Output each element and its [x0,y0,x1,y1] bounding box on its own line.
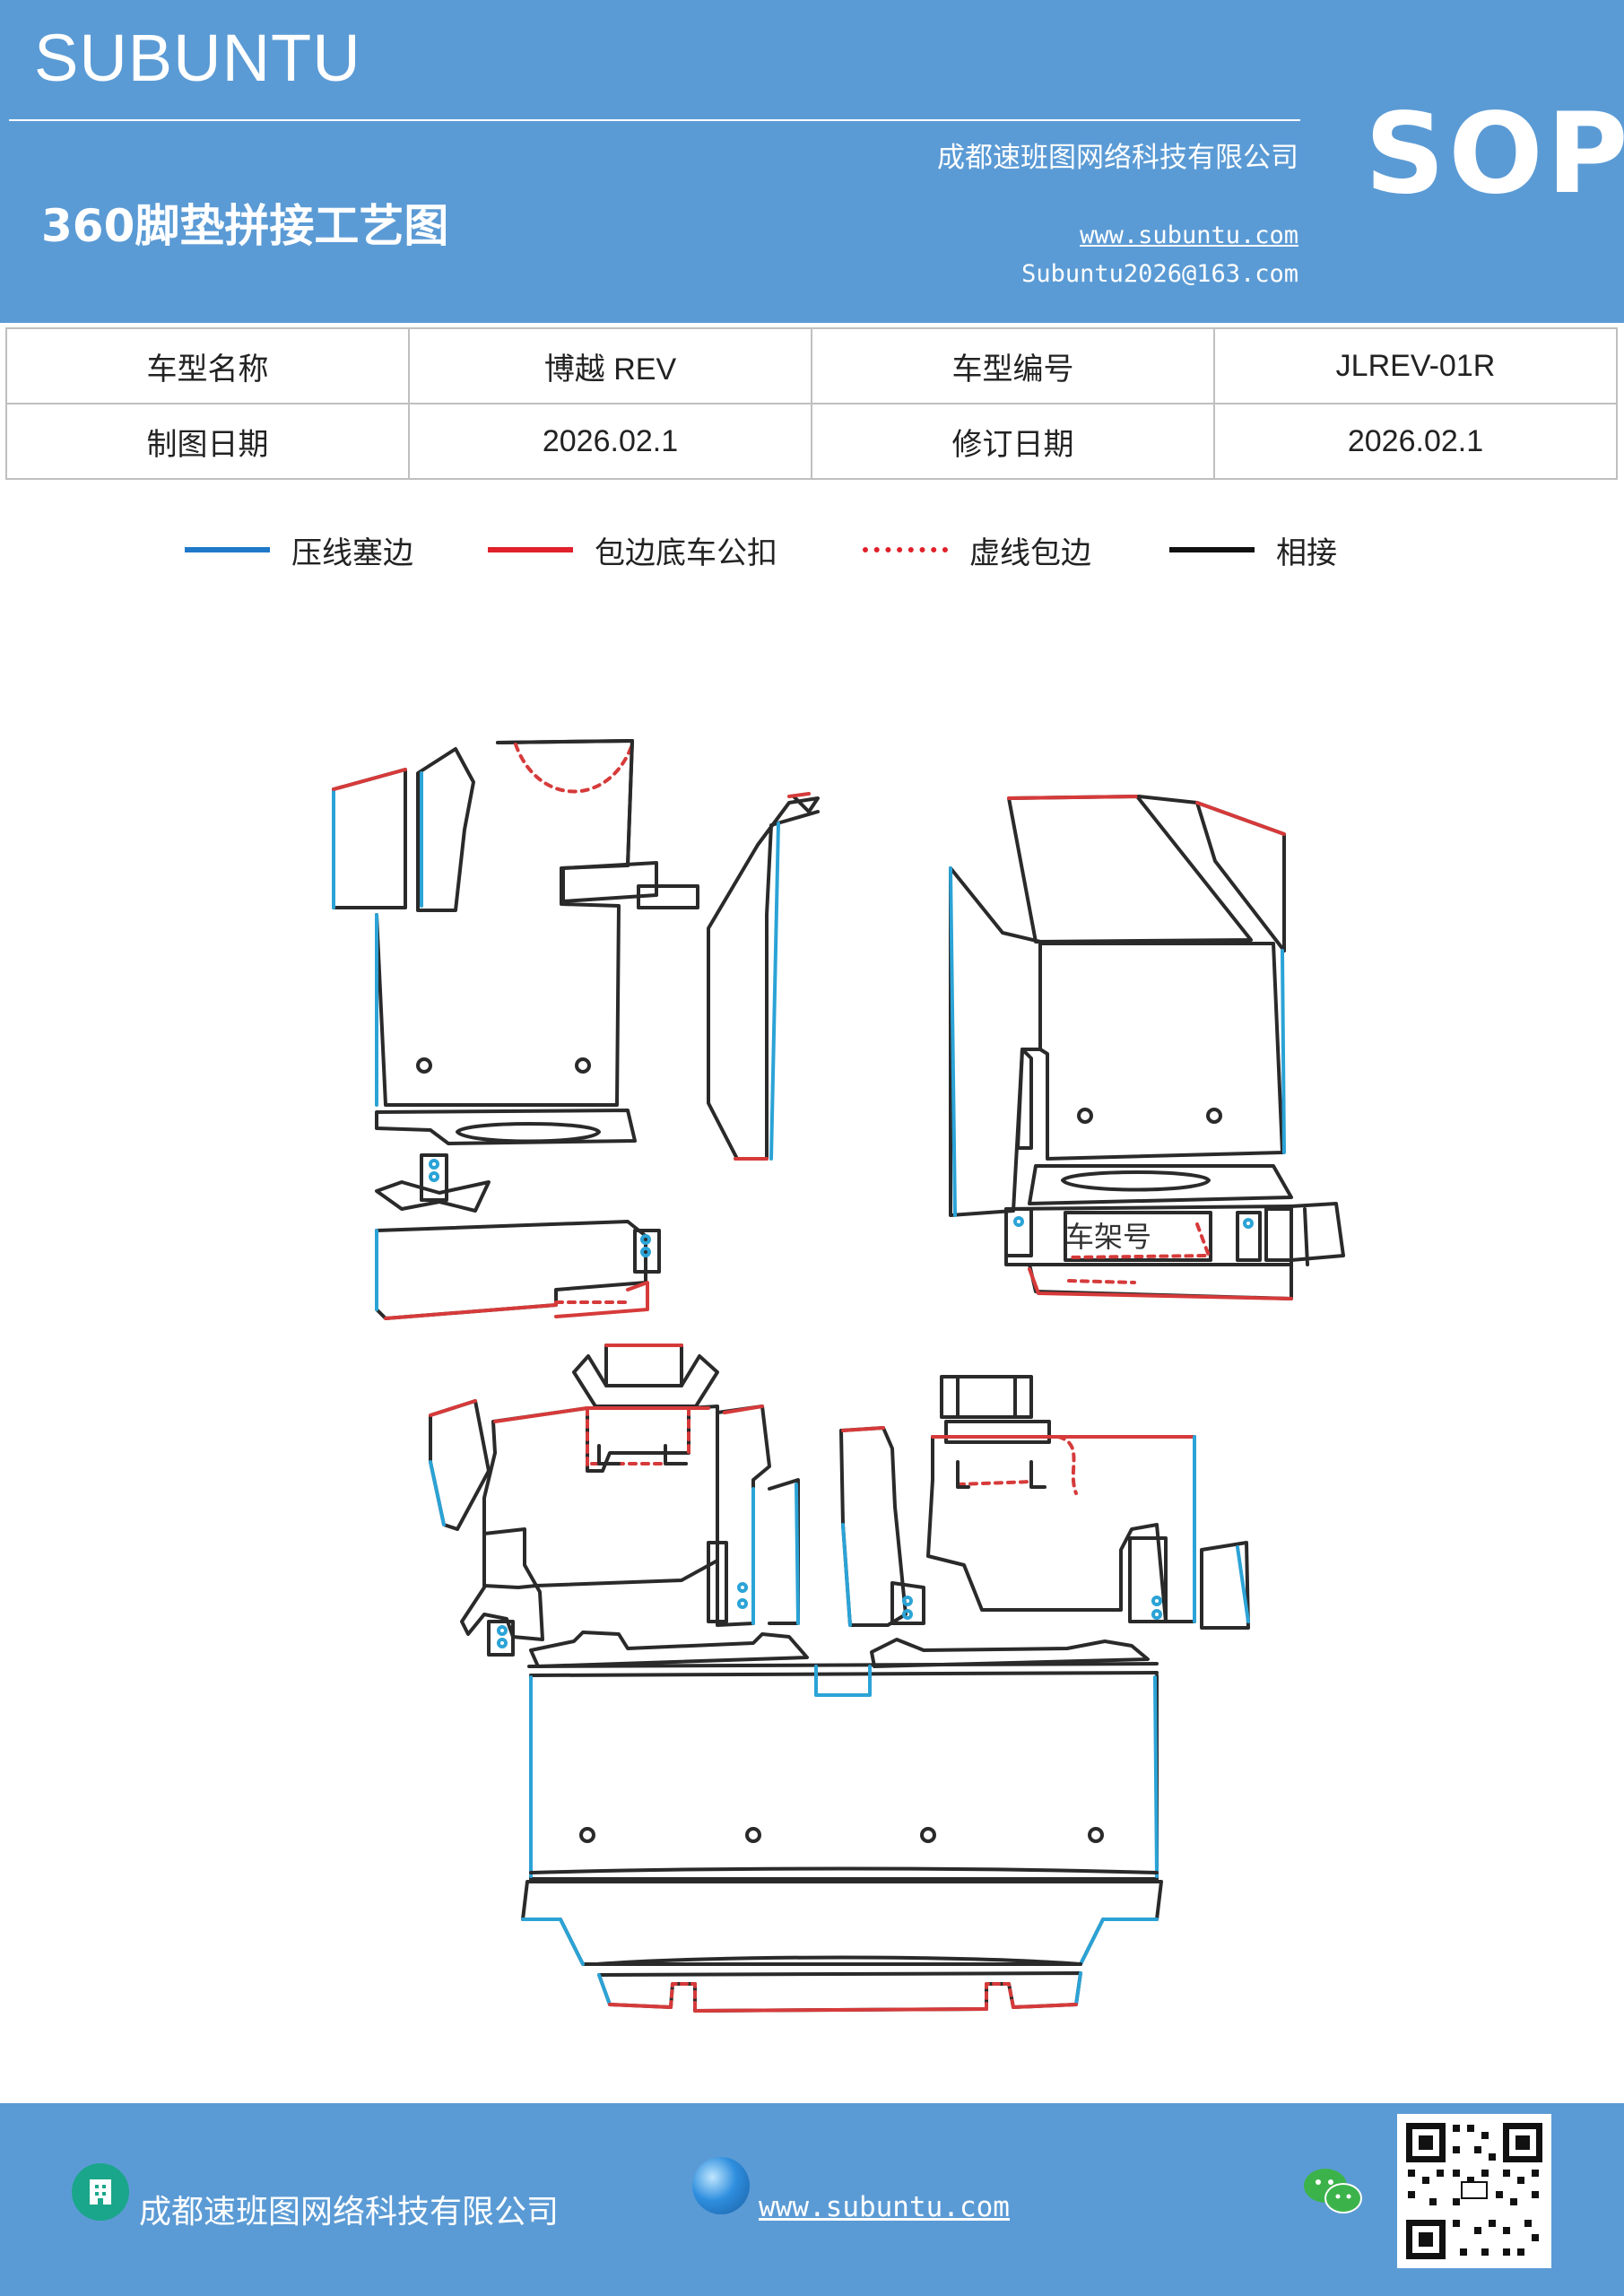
model-name-value: 博越 REV [408,327,812,404]
legend-swatch [1169,547,1255,552]
legend-label: 相接 [1276,535,1337,571]
legend-item-joint: 相接 [1169,527,1337,572]
header-company: 成都速班图网络科技有限公司 [937,142,1298,174]
footer-company: 成都速班图网络科技有限公司 [139,2194,560,2231]
header-email[interactable]: Subuntu2026@163.com [1021,260,1298,288]
globe-icon [692,2157,750,2214]
sop-badge: SOP [1365,90,1624,219]
draw-date-value: 2026.02.1 [408,403,812,480]
legend-swatch [863,547,948,552]
header-banner: SUBUNTU 360脚垫拼接工艺图 成都速班图网络科技有限公司 www.sub… [0,0,1624,323]
table-row: 车型名称 博越 REV 车型编号 JLREV-01R [5,327,1618,404]
legend: 压线塞边 包边底车公扣 虚线包边 相接 [0,527,1624,572]
header-website-link[interactable]: www.subuntu.com [1080,222,1298,249]
rear-floor-mat [521,1662,1163,2013]
legend-item-press-line: 压线塞边 [185,527,413,572]
document-title: 360脚垫拼接工艺图 [41,200,449,252]
model-name-label: 车型名称 [5,327,410,404]
legend-label: 压线塞边 [291,535,413,571]
footer-banner: 成都速班图网络科技有限公司 www.subuntu.com [0,2103,1624,2296]
legend-swatch [185,547,270,552]
vin-label: 车架号 [1065,1220,1151,1254]
company-icon [72,2163,129,2221]
table-row: 制图日期 2026.02.1 修订日期 2026.02.1 [5,403,1618,480]
legend-label: 虚线包边 [969,535,1091,571]
front-right-mat [949,795,1345,1300]
brand-name: SUBUNTU [34,21,361,95]
legend-swatch [488,547,573,552]
legend-label: 包边底车公扣 [595,535,777,571]
qr-code [1397,2114,1551,2268]
model-code-value: JLREV-01R [1213,327,1618,404]
revise-date-label: 修订日期 [811,403,1215,480]
legend-item-wrap-edge: 包边底车公扣 [488,527,777,572]
model-code-label: 车型编号 [811,327,1215,404]
front-left-mat [332,739,820,1320]
header-divider [9,119,1300,121]
draw-date-label: 制图日期 [5,403,410,480]
footer-website-link[interactable]: www.subuntu.com [759,2191,1010,2223]
wechat-icon[interactable] [1302,2164,1365,2220]
info-table: 车型名称 博越 REV 车型编号 JLREV-01R 制图日期 2026.02.… [5,327,1618,480]
rear-left-mat [429,1344,809,1668]
revise-date-value: 2026.02.1 [1213,403,1618,480]
floor-mat-diagram: 车架号 [332,739,1345,2013]
legend-item-dotted-wrap: 虚线包边 [863,527,1091,572]
rear-right-mat [839,1375,1250,1668]
